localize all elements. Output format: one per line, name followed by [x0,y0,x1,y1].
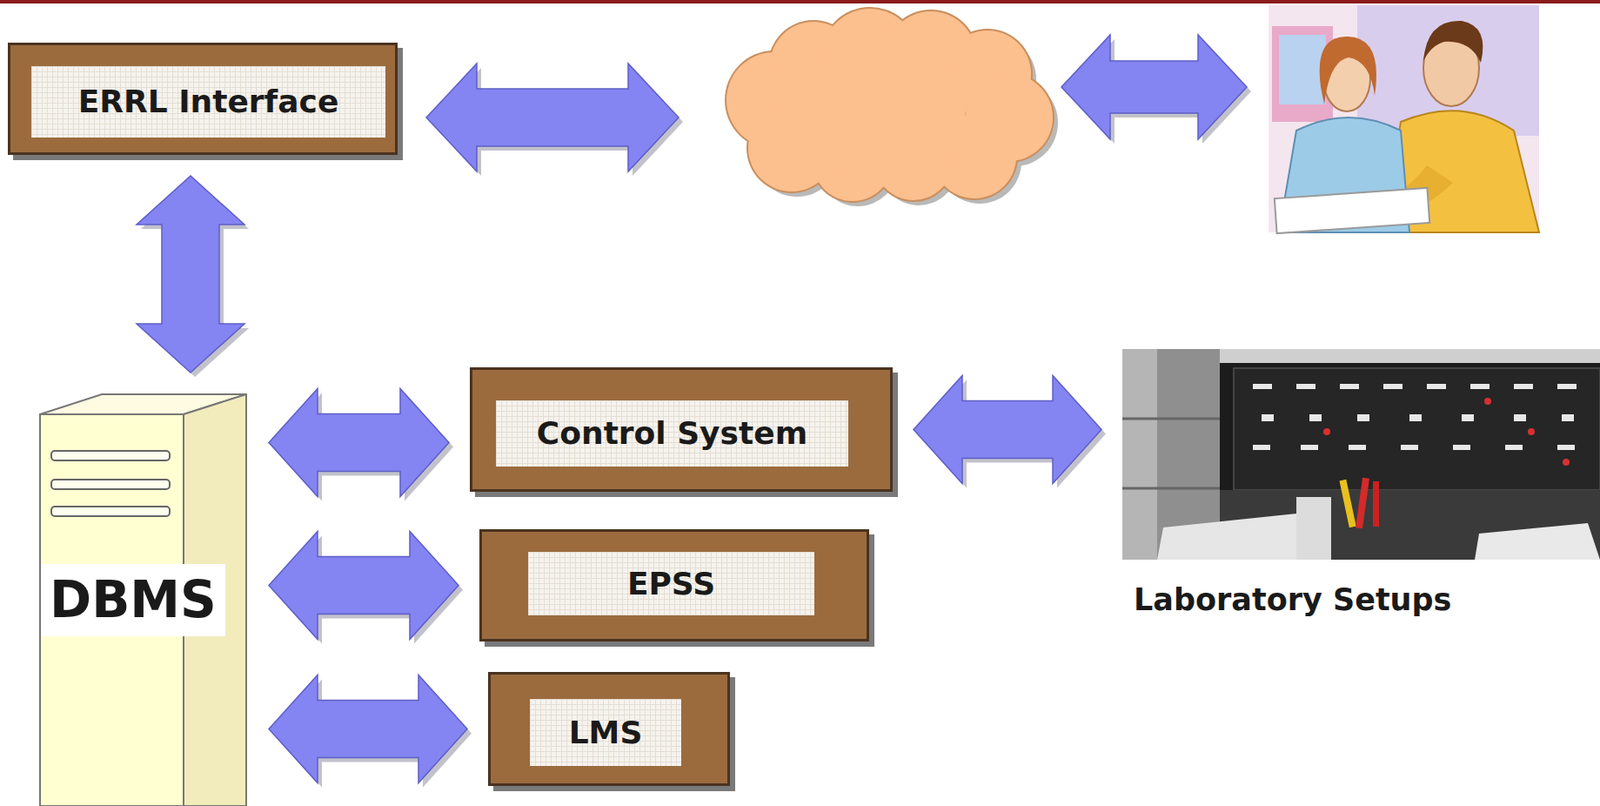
text-panel: ERRL Interface [31,66,386,138]
arrow-body [136,175,245,373]
arrow-body [268,531,459,640]
probe [1338,479,1356,528]
node-label: LMS [569,714,643,750]
panel [1233,368,1600,490]
paper [1474,522,1600,560]
photo-bg [1122,348,1600,560]
cloud-fill [726,8,1053,201]
photo-frame [1122,348,1600,560]
cloud-arrow [426,63,683,176]
chair [1296,496,1332,560]
cloud-outline [724,6,1055,203]
process-box: Control System [469,367,893,492]
double-arrow [268,675,472,788]
process-box: ERRL Interface [7,42,398,155]
double-arrow [136,175,249,377]
cloud-shadow [731,13,1058,207]
users-illustration [1268,5,1540,234]
indicators [1252,383,1577,450]
lab-setup: Laboratory Setups [1122,348,1600,619]
arrow-body [268,388,449,497]
node-label: EPSS [627,565,716,602]
lab-photo [1122,348,1600,560]
woman-hair [1319,36,1377,105]
leds [1323,397,1570,466]
paper [1157,512,1316,560]
arrow-body [268,675,468,784]
text-panel: EPSS [528,551,815,616]
database-server: DBMS [39,393,248,806]
arrow-body [426,63,679,172]
process-box: EPSS [479,528,870,642]
text-patch: DBMS [40,563,226,636]
top-strip [1219,348,1600,363]
text-panel: Control System [495,400,849,467]
arrow-body [913,375,1102,484]
man-hair [1423,20,1483,63]
cabinet-line [1122,487,1220,490]
server-slot [51,506,170,516]
node-label: Control System [536,415,808,451]
papers [1274,187,1430,234]
probe [1355,477,1370,529]
node-label: DBMS [49,570,217,630]
arrow-body [1061,34,1247,140]
double-arrow [913,375,1106,489]
cabinet-line [1122,417,1220,421]
top-rule [0,0,1600,4]
internet-cloud [724,6,1058,207]
users-arrow [1061,34,1252,144]
double-arrow [268,388,454,502]
process-box: LMS [488,671,730,786]
double-arrow [268,531,463,644]
monitor-screen [1278,34,1326,105]
setup-label: Laboratory Setups [1133,582,1452,617]
server-slot [51,450,170,461]
node-label: ERRL Interface [78,83,340,120]
server-slot [51,479,170,489]
probe [1372,481,1380,527]
text-panel: LMS [529,698,682,766]
cabinet-shade [1122,348,1158,560]
caption-holder: Laboratory Setups [1130,580,1455,619]
